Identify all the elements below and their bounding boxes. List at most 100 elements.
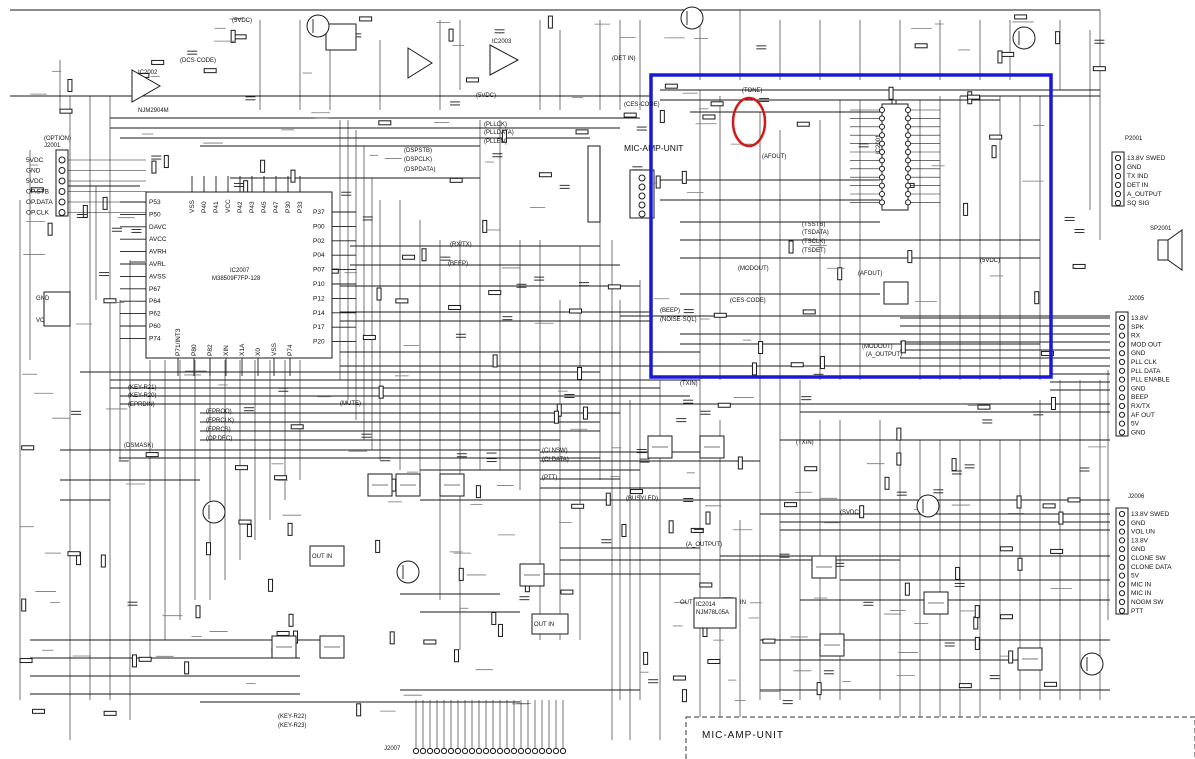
mic-ic-left-pin-9 (879, 182, 885, 189)
resistor-55 (356, 703, 362, 717)
right_top-pin-dot-1 (1114, 163, 1122, 171)
resistor-84 (466, 77, 480, 83)
mcu-right-pin-8: P17 (313, 324, 325, 331)
resistor-126 (102, 196, 108, 210)
resistor-98 (705, 511, 711, 525)
resistor-118 (997, 50, 1003, 64)
resistor-108 (1042, 503, 1056, 509)
mic-ic-left-pin-2 (879, 123, 885, 130)
regulator-ref: IC2014 (696, 602, 716, 608)
mic-ic-left-pin-6 (879, 157, 885, 164)
option-connector-title: (OPTION) (44, 136, 71, 142)
discrete-components (202, 6, 1104, 676)
option-pin-dot-5 (58, 209, 66, 216)
net-label-tsstb: (TSSTB) (802, 222, 825, 228)
resistor-22 (951, 458, 957, 472)
resistor-0 (19, 658, 33, 664)
resistor-127 (958, 683, 972, 689)
net-label-ptt: (PTT) (542, 475, 557, 481)
right_bot-pin-dot-10 (1118, 598, 1126, 606)
option-pin-5: OP.CLK (26, 210, 50, 217)
right_bot-pin-6: CLONE DATA (1131, 564, 1172, 571)
bottom-pin-14 (510, 747, 518, 755)
bottom-pin-7 (461, 747, 469, 755)
right_mid-pin-0: 13.8V (1131, 315, 1149, 322)
net-label-ces-code: (CES·CODE) (730, 298, 766, 304)
resistor-18 (575, 129, 589, 135)
right_top-pin-dot-5 (1114, 199, 1122, 207)
resistor-15 (569, 308, 583, 314)
opamp-top-ref: IC2003 (492, 39, 512, 45)
net-label-tsclk: (TSCLK) (802, 239, 825, 245)
resistor-104 (967, 94, 981, 100)
mic-ic-left-pin-0 (879, 107, 885, 113)
opamp-top-symbol (489, 44, 520, 76)
right_mid-pin-dot-3 (1118, 341, 1126, 348)
resistor-110 (896, 427, 902, 441)
net-label-a-output: (A_OUTPUT) (866, 352, 902, 358)
right_top-pin-4: A_OUTPUT (1127, 191, 1162, 198)
resistor-46 (138, 656, 152, 662)
mcu-right-pin-4: P07 (313, 267, 325, 274)
bridge-top (325, 23, 357, 51)
mic-amp-unit-dashed-box: MIC-AMP-UNIT (685, 716, 1195, 759)
right_mid-pin-dot-13 (1118, 429, 1126, 436)
bottom-pin-13 (503, 747, 511, 755)
net-label-det-in: (DET IN) (612, 56, 636, 62)
option-pin-dot-3 (58, 188, 66, 195)
resistor-57 (235, 465, 249, 471)
mic-conn-pin-2 (638, 192, 646, 200)
bottom-pin-0 (412, 747, 420, 755)
net-label-a-output-b: (A_OUTPUT) (686, 542, 722, 548)
resistor-63 (47, 222, 53, 236)
mcu-right-pin-3: P04 (313, 252, 325, 259)
right_top-pin-3: DET IN (1127, 182, 1148, 189)
resistor-125 (1044, 681, 1058, 687)
transistor-4 (306, 14, 330, 38)
mic-ic-right-pin-8 (905, 174, 911, 181)
right_mid-pin-dot-6 (1118, 367, 1126, 374)
bottom-pin-21 (559, 747, 567, 755)
resistor-91 (974, 605, 980, 619)
resistor-121 (560, 589, 574, 595)
resistor-129 (623, 112, 637, 118)
mcu-top-pin-9: P33 (297, 201, 304, 213)
net-label-tsdet: (TSDET) (802, 248, 826, 254)
resistor-66 (100, 554, 106, 568)
transistor-5 (1012, 26, 1036, 50)
net-label-key-r23: (KEY-R23) (278, 723, 306, 729)
resistor-41 (991, 145, 997, 159)
resistor-92 (492, 354, 498, 368)
net-label-modout-a: (MODOUT) (738, 266, 769, 272)
resistor-139 (151, 59, 165, 65)
mic-amp-ic-ref: IC2001 (876, 134, 882, 154)
resistor-58 (556, 403, 562, 417)
mic-ic-left-pin-3 (879, 132, 885, 139)
resistor-75 (475, 485, 481, 499)
bottom-pin-1 (419, 747, 427, 755)
resistor-61 (582, 406, 588, 420)
resistor-99 (497, 623, 503, 637)
bottom-pin-19 (545, 747, 553, 755)
resistor-144 (454, 649, 460, 663)
resistor-130 (538, 172, 552, 178)
net-labels-misc: (PLLCK) (PLLDATA) (PLLEN) (DSPDATA) (DSP… (124, 102, 861, 729)
mcu-left-pin-9: P62 (149, 311, 161, 318)
resistor-137 (804, 466, 818, 472)
opamp-left-ref: IC2002 (138, 70, 158, 76)
mcu-top-pin-2: P41 (213, 201, 220, 213)
right_bot-pin-dot-5 (1118, 554, 1126, 562)
resistor-24 (1034, 291, 1040, 305)
mic-amp-unit-label-bottom: MIC-AMP-UNIT (702, 730, 784, 741)
right_mid-pin-9: BEEP (1131, 394, 1148, 401)
option-connector: (OPTION) J2001 5VDCGND5VDCOP.STBOP.DATAO… (26, 136, 146, 217)
red-highlight-circle (731, 96, 767, 148)
center-connector-body (587, 145, 601, 223)
net-label-key-r20: (KEY-R20) (128, 393, 156, 399)
left-small-ic-body (43, 291, 71, 327)
resistor-50 (287, 522, 293, 536)
